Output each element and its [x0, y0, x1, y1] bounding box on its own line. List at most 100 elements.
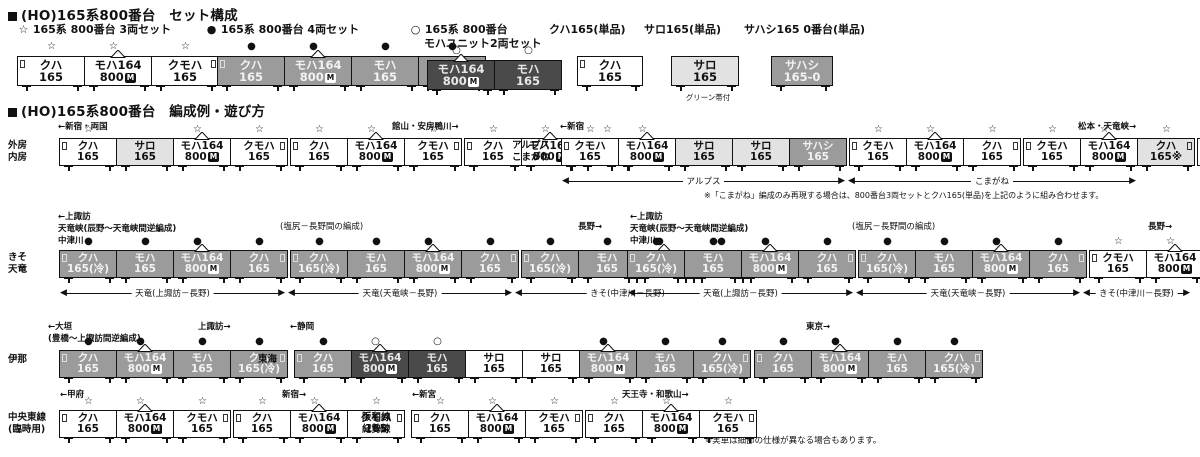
car-type-label: モハ164 [123, 411, 167, 424]
car-number-label: 165(冷) [634, 263, 677, 275]
bogie-icon [571, 437, 580, 443]
cab-end-icon [861, 254, 866, 262]
bogie-icon [568, 377, 577, 383]
bogie-icon [631, 437, 640, 443]
car-type-label: サロ [540, 351, 562, 364]
direction-right-kiso: 長野→ [578, 222, 603, 232]
bogie-icon [22, 85, 31, 91]
formations-footnote: ※実車は細部の仕様が異なる場合もあります。 [705, 436, 882, 446]
cab-end-icon [757, 354, 762, 362]
bogie-icon [640, 277, 649, 283]
bogie-icon [483, 89, 492, 95]
set-marker-fill: ● [718, 336, 727, 347]
bogie-icon [721, 165, 730, 171]
bogie-icon [914, 377, 923, 383]
car-number-label: 165 [312, 363, 334, 375]
pantograph-icon [372, 344, 388, 352]
bogie-icon [673, 277, 682, 283]
car-type-label: モハ164 [1087, 139, 1131, 152]
car-type-label: クハ [943, 351, 965, 364]
range-caption: 天竜(上諏訪－長野) [131, 287, 214, 299]
bogie-icon [105, 165, 114, 171]
direction-left-kiso-r: ←上諏訪天竜峡(辰野～天竜峡間逆編成)中津川 [630, 212, 749, 246]
set-marker-star: ☆ [541, 124, 550, 135]
bogie-icon [1151, 277, 1160, 283]
car-type-label: クハ [1155, 139, 1177, 152]
bogie-icon [507, 277, 516, 283]
car-type-label: モハ164 [528, 139, 572, 152]
bogie-icon [409, 165, 418, 171]
car-type-label: サハシ [802, 139, 834, 152]
cab-end-icon [588, 414, 593, 422]
bogie-icon [289, 85, 298, 91]
car-type-label: クハ [77, 411, 99, 424]
set-title-text: 165系 800番台 4両セット [220, 23, 360, 36]
set-marker-fill: ● [893, 336, 902, 347]
direction-left-ina: ←大垣(豊橋～上諏訪間逆編成) [48, 322, 141, 344]
set-marker-star: ☆ [84, 396, 93, 407]
alps-note: ※「こまがね」編成のみ再現する場合は、800番台3両セットとクハ165(単品)を… [704, 191, 1104, 200]
set-marker-fill: ● [661, 336, 670, 347]
car-type-label: クモハ [574, 139, 606, 152]
bogie-icon [681, 277, 690, 283]
car-type-label: サロ [750, 139, 772, 152]
cab-end-icon [297, 354, 302, 362]
pantograph-icon [1101, 132, 1117, 140]
car-number-label: 165 [134, 263, 156, 275]
set-marker-fill: ● [761, 236, 770, 247]
row-label-tokai: 東海 [258, 354, 278, 365]
bogie-icon [527, 377, 536, 383]
range-tenryu-kamisuwa: ◀▶天竜(上諏訪－長野) [60, 287, 285, 299]
bullet-square-icon [8, 12, 17, 21]
set-marker-star: ☆ [1162, 124, 1171, 135]
cab-end-icon [454, 142, 459, 150]
bogie-icon [835, 165, 844, 171]
bogie-icon [352, 165, 361, 171]
car-type-label: モハ164 [94, 57, 142, 72]
set-marker-fill: ● [1054, 236, 1063, 247]
car-number-label: 165 [77, 363, 99, 375]
row-label-alps: アルプスこまがね [512, 140, 551, 163]
car-type-label: クモハ [712, 411, 744, 424]
bogie-icon [1094, 277, 1103, 283]
car-number-label: 165 [308, 151, 330, 163]
bogie-icon [219, 277, 228, 283]
cab-end-icon [62, 254, 67, 262]
car-type-label: サハシ [784, 57, 820, 72]
set-marker-fill: ● [603, 236, 612, 247]
car-number-label: 165-0 [783, 70, 821, 84]
cab-end-icon [1092, 254, 1097, 262]
pantograph-icon [137, 404, 153, 412]
bogie-icon [697, 277, 706, 283]
motor-badge: M [775, 264, 788, 274]
set-marker-star: ☆ [193, 124, 202, 135]
bogie-icon [1142, 165, 1151, 171]
bogie-icon [105, 277, 114, 283]
motor-badge: M [207, 152, 220, 162]
set-marker-star: ☆ [1100, 124, 1109, 135]
set-title: クハ165(単品) [549, 23, 625, 37]
bogie-icon [454, 377, 463, 383]
bogie-icon [499, 89, 508, 95]
bogie-icon [356, 85, 365, 91]
car-number-label: 165 [981, 151, 1003, 163]
direction-right-hanwa: 天王寺・和歌山→ [622, 390, 689, 400]
pantograph-icon [542, 132, 558, 140]
bogie-icon [854, 165, 863, 171]
bogie-icon [625, 377, 634, 383]
